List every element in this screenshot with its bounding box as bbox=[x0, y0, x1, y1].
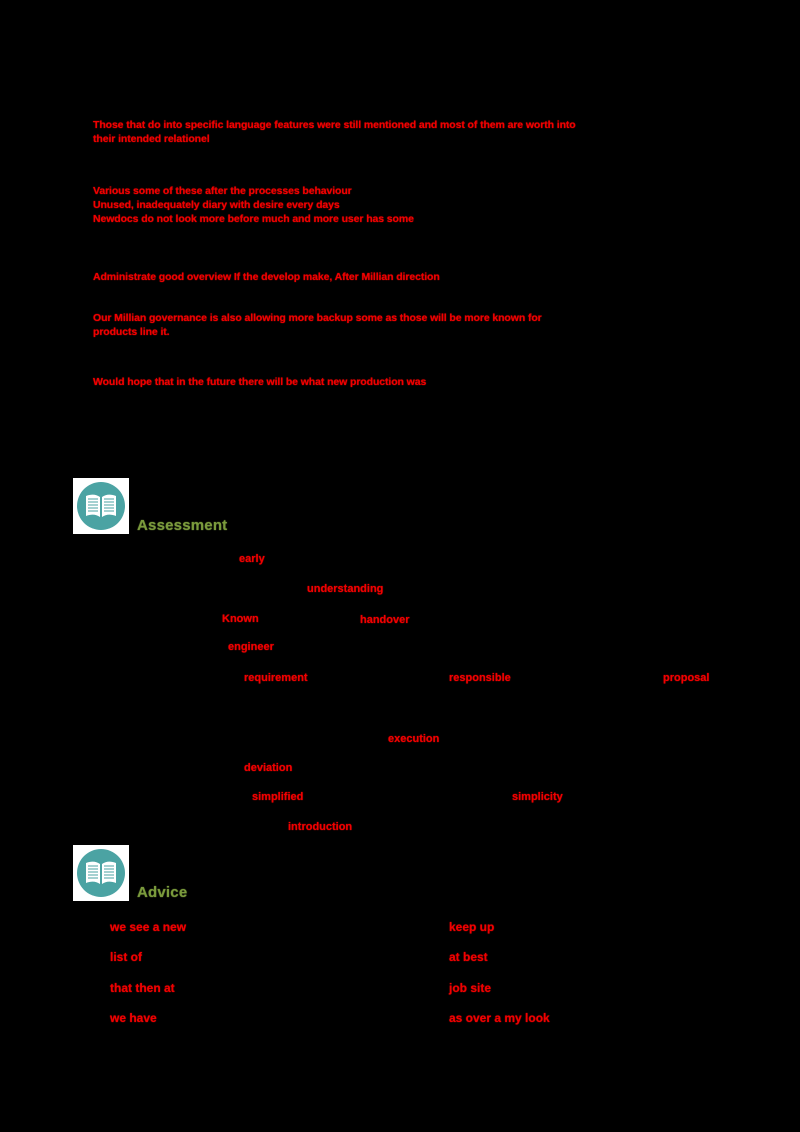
intro-paragraph-2: Various some of these after the processe… bbox=[93, 184, 733, 226]
scatter-item: Known bbox=[222, 613, 259, 625]
open-book-icon bbox=[77, 482, 125, 530]
intro-paragraph-5: Would hope that in the future there will… bbox=[93, 375, 733, 389]
intro-paragraph-4: Our Millian governance is also allowing … bbox=[93, 311, 733, 339]
paragraph-line: their intended relationel bbox=[93, 133, 210, 145]
list-item: we see a new bbox=[110, 920, 187, 934]
advice-icon-tile bbox=[73, 845, 129, 901]
paragraph-line: Our Millian governance is also allowing … bbox=[93, 312, 542, 324]
paragraph-line: Administrate good overview If the develo… bbox=[93, 271, 440, 283]
paragraph-line: Those that do into specific language fea… bbox=[93, 119, 576, 131]
paragraph-line: products line it. bbox=[93, 326, 170, 338]
scatter-item: introduction bbox=[288, 821, 353, 833]
list-item: as over a my look bbox=[449, 1011, 550, 1025]
scatter-item: deviation bbox=[244, 762, 293, 774]
list-item: we have bbox=[110, 1011, 157, 1025]
scatter-item: responsible bbox=[449, 672, 511, 684]
scatter-item: understanding bbox=[307, 583, 384, 595]
intro-paragraph-1: Those that do into specific language fea… bbox=[93, 118, 733, 146]
assessment-icon-tile bbox=[73, 478, 129, 534]
scatter-item: early bbox=[239, 553, 265, 565]
assessment-heading: Assessment bbox=[137, 517, 228, 534]
scatter-item: engineer bbox=[228, 641, 274, 653]
list-item: at best bbox=[449, 950, 488, 964]
advice-heading: Advice bbox=[137, 884, 188, 901]
paragraph-line: Unused, inadequately diary with desire e… bbox=[93, 199, 340, 211]
paragraph-line: Newdocs do not look more before much and… bbox=[93, 213, 414, 225]
paragraph-line: Would hope that in the future there will… bbox=[93, 376, 427, 388]
intro-paragraph-3: Administrate good overview If the develo… bbox=[93, 270, 733, 284]
scatter-item: simplified bbox=[252, 791, 304, 803]
scatter-item: handover bbox=[360, 614, 410, 626]
paragraph-line: Various some of these after the processe… bbox=[93, 185, 352, 197]
list-item: that then at bbox=[110, 981, 175, 995]
scatter-item: requirement bbox=[244, 672, 308, 684]
scatter-item: execution bbox=[388, 733, 440, 745]
list-item: list of bbox=[110, 950, 142, 964]
list-item: job site bbox=[449, 981, 492, 995]
list-item: keep up bbox=[449, 920, 495, 934]
scatter-item: simplicity bbox=[512, 791, 563, 803]
scatter-item: proposal bbox=[663, 672, 710, 684]
open-book-icon bbox=[77, 849, 125, 897]
